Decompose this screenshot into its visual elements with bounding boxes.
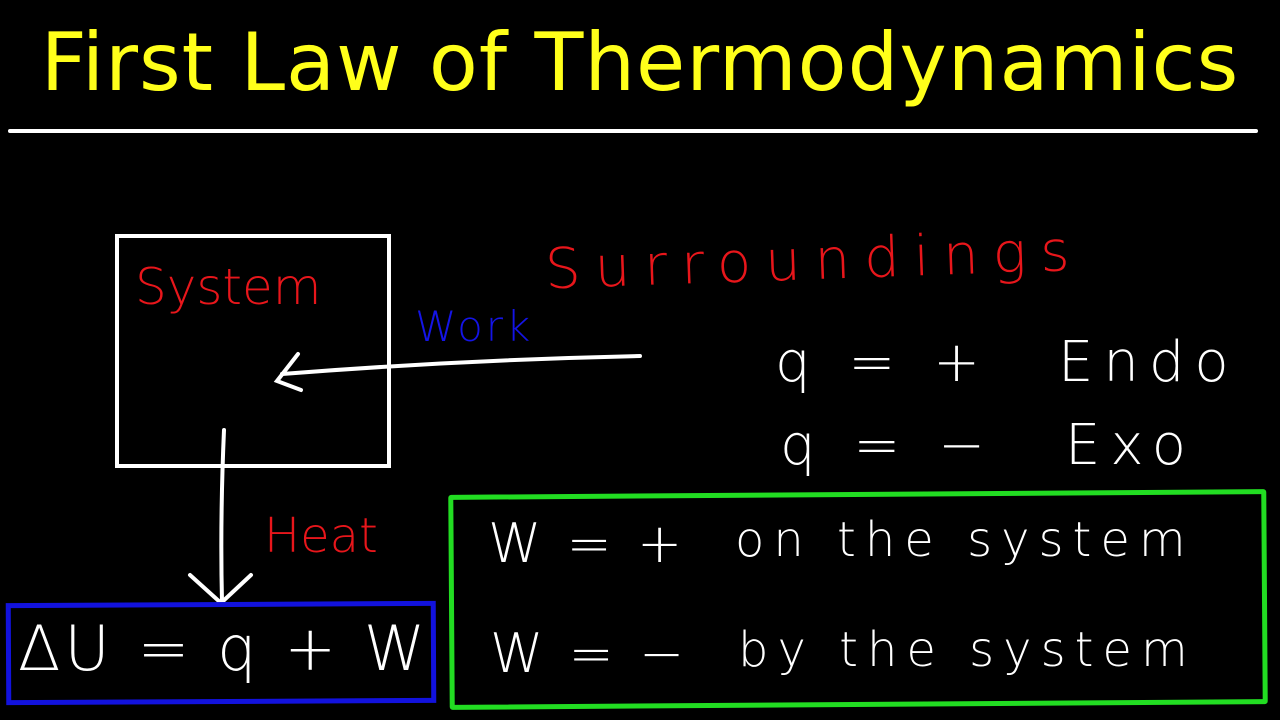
title-divider — [8, 129, 1258, 133]
work-sign-negative-meaning: by the system — [738, 622, 1197, 678]
heat-sign-positive: q = + — [775, 330, 990, 395]
work-arrow-icon — [273, 352, 642, 392]
heat-sign-positive-meaning: Endo — [1058, 330, 1239, 395]
heat-sign-negative: q = − — [780, 413, 995, 478]
heat-sign-negative-meaning: Exo — [1065, 413, 1197, 478]
work-sign-positive: W = + — [488, 512, 687, 575]
work-sign-negative: W = − — [490, 622, 689, 685]
system-box — [115, 234, 391, 468]
system-label: System — [135, 258, 322, 316]
heat-arrow-icon — [188, 428, 253, 606]
page-title: First Law of Thermodynamics — [40, 16, 1240, 109]
heat-label: Heat — [264, 508, 378, 564]
work-sign-positive-meaning: on the system — [735, 512, 1195, 568]
first-law-equation: ΔU = q + W — [18, 612, 430, 685]
work-label: Work — [415, 302, 534, 351]
